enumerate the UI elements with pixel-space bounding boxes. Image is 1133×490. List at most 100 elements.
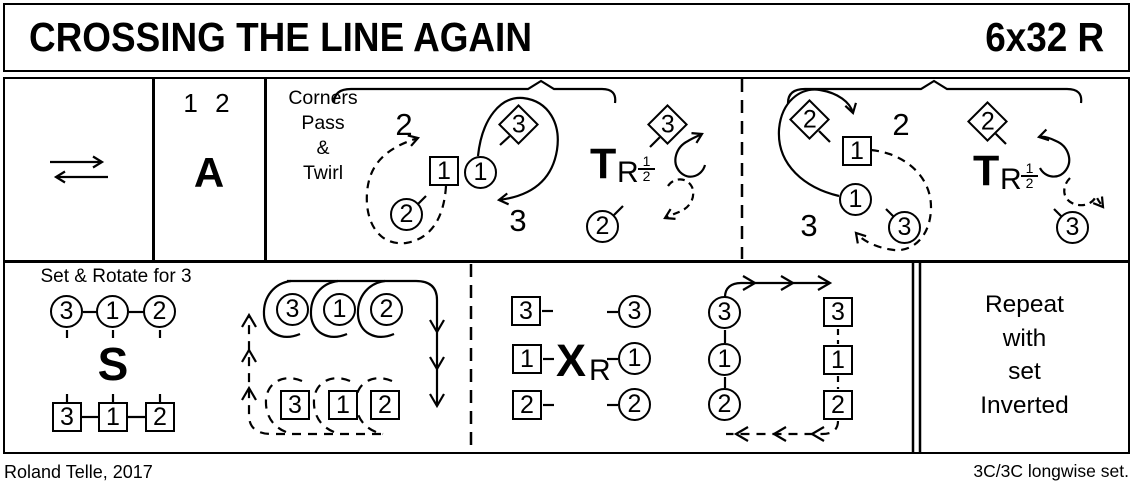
- dancer-label: 2: [831, 390, 845, 419]
- fraction-numerator: 1: [638, 154, 655, 170]
- dancer-circle-1: 1: [96, 295, 129, 328]
- dancer-square-1: 1: [328, 390, 358, 420]
- dancer-circle-2: 2: [586, 210, 619, 243]
- dancer-label: 2: [399, 200, 414, 228]
- dancer-label: 1: [520, 344, 534, 373]
- dancer-number-label: 2: [892, 107, 910, 142]
- cross-ticks: [542, 309, 618, 407]
- cross-symbol-letter: X: [556, 335, 587, 386]
- dancer-label: 3: [717, 298, 732, 326]
- turn-symbol-letter: T: [590, 140, 617, 188]
- fraction-numerator: 1: [1021, 161, 1038, 177]
- set-rotate-links: [65, 310, 162, 419]
- bars-label: 1 2: [183, 88, 235, 118]
- dancer-label: 1: [717, 345, 732, 373]
- dancer-circle-3: 3: [1056, 211, 1089, 244]
- turn-symbol-hand: R: [1000, 163, 1022, 196]
- dancer-circle-1: 1: [708, 343, 741, 376]
- dancer-label: 1: [105, 297, 120, 325]
- dancer-label: 1: [332, 295, 347, 323]
- dancer-circle-1: 1: [464, 156, 497, 189]
- repeat-instruction: Repeat with set Inverted: [980, 291, 1069, 419]
- repeat-count-badge: 6x32 R: [985, 14, 1104, 60]
- cell-divider: [152, 77, 155, 261]
- dancer-circle-3: 3: [276, 293, 309, 326]
- dancer-circle-2: 2: [370, 293, 403, 326]
- dancer-square-3: 3: [823, 297, 853, 327]
- dancer-square-2: 2: [370, 390, 400, 420]
- dancer-square-1: 1: [823, 345, 853, 375]
- devisor-credit: Roland Telle, 2017: [4, 462, 153, 482]
- chase-loop-right: [723, 275, 840, 442]
- set-type-label: 3C/3C longwise set.: [973, 461, 1129, 481]
- dancer-label: 3: [627, 297, 642, 325]
- dancer-number-label: 3: [509, 203, 527, 238]
- dancer-label: 2: [152, 297, 167, 325]
- dancer-label: 2: [627, 390, 642, 418]
- page-title: CROSSING THE LINE AGAIN: [29, 14, 532, 60]
- dancer-label: 3: [660, 110, 675, 138]
- set-rotate-caption: Set & Rotate for 3: [40, 266, 192, 287]
- dancer-number-label: 3: [800, 208, 818, 243]
- title-bar: CROSSING THE LINE AGAIN 6x32 R: [3, 3, 1130, 72]
- dancer-label: 2: [378, 390, 392, 419]
- dancer-circle-1: 1: [839, 183, 872, 216]
- dancer-label: 1: [848, 185, 863, 213]
- dancer-circle-2: 2: [618, 388, 651, 421]
- dancer-circle-3: 3: [50, 295, 83, 328]
- advance-symbol: A: [193, 149, 225, 196]
- turn-symbol-letter: T: [973, 147, 1000, 195]
- dancer-label: 1: [336, 390, 350, 419]
- dancer-circle-1: 1: [323, 293, 356, 326]
- dancer-circle-2: 2: [708, 388, 741, 421]
- dancer-square-1: 1: [429, 156, 459, 186]
- dancer-circle-3: 3: [888, 211, 921, 244]
- dancer-square-1: 1: [512, 344, 542, 374]
- dancer-circle-3: 3: [708, 296, 741, 329]
- dancer-label: 2: [520, 390, 534, 419]
- dancer-label: 3: [288, 390, 302, 419]
- dancer-label: 2: [802, 105, 817, 133]
- dancer-label: 1: [106, 402, 120, 431]
- dancer-label: 3: [1065, 213, 1080, 241]
- dancer-label: 3: [511, 110, 526, 138]
- dancer-label: 3: [285, 295, 300, 323]
- dancer-label: 1: [627, 344, 642, 372]
- dancer-label: 1: [437, 156, 451, 185]
- cross-symbol-hand: R: [589, 354, 611, 387]
- phrase-brace: [332, 79, 1083, 104]
- cross-right-symbol: X R: [556, 338, 626, 388]
- corners-left-paths: [365, 96, 707, 245]
- dancer-label: 3: [519, 296, 533, 325]
- dancer-square-2: 2: [145, 402, 175, 432]
- dancer-label: 2: [595, 212, 610, 240]
- dancer-square-2: 2: [823, 390, 853, 420]
- dancer-circle-2: 2: [390, 198, 423, 231]
- dancer-label: 2: [379, 295, 394, 323]
- dancer-label: 2: [717, 390, 732, 418]
- dancer-circle-3: 3: [618, 295, 651, 328]
- dancer-square-2: 2: [512, 390, 542, 420]
- dancer-label: 1: [831, 345, 845, 374]
- dancer-square-3: 3: [511, 296, 541, 326]
- dancer-label: 1: [850, 136, 864, 165]
- fraction-denominator: 2: [1025, 175, 1034, 191]
- dancer-label: 2: [980, 107, 995, 135]
- dancer-square-1: 1: [98, 402, 128, 432]
- row-divider: [3, 260, 1130, 263]
- fraction-denominator: 2: [642, 168, 651, 184]
- diagram-grid-border: [3, 77, 1130, 454]
- swap-arrows-icon: [50, 155, 108, 184]
- corners-caption: Corners Pass & Twirl: [288, 87, 358, 184]
- turn-symbol-hand: R: [617, 156, 639, 189]
- dancer-square-1: 1: [842, 136, 872, 166]
- dancer-label: 3: [60, 402, 74, 431]
- dancer-circle-2: 2: [143, 295, 176, 328]
- dancer-label: 2: [153, 402, 167, 431]
- dancer-number-label: 2: [395, 107, 413, 142]
- dancer-label: 3: [59, 297, 74, 325]
- cell-dividers: [469, 79, 922, 452]
